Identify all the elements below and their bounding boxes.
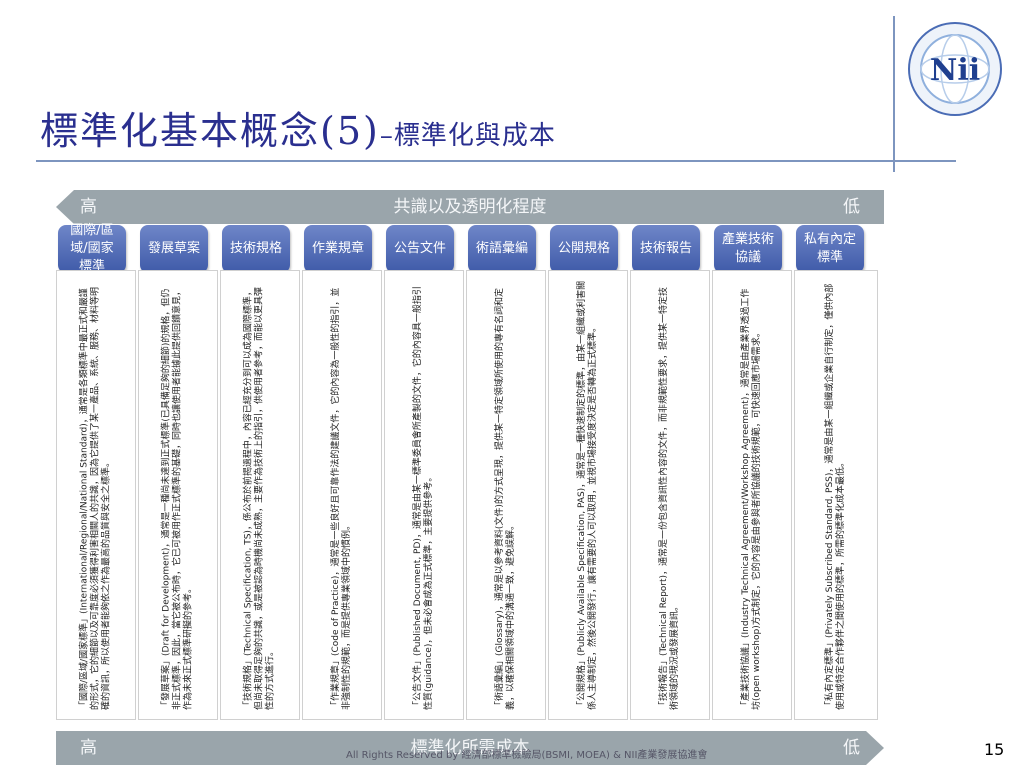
banner-top-low: 低 [843,197,860,217]
header-vertical-rule [893,16,895,172]
category-pas: 公開規格 [550,225,618,273]
page-number: 15 [984,740,1005,759]
description-international-standard: 「國際/區域/國家標準」(International/Regional/Nati… [56,270,136,720]
description-published-document: 「公告文件」(Published Document, PD)，通常是由某一標準委… [384,270,464,720]
banner-bottom-shape [56,731,884,765]
description-code-of-practice: 「作業規章」(Code of Practice)，通常是一些良好且可靠作法的建議… [302,270,382,720]
description-pas: 「公開規格」(Publicly Available Specification,… [548,270,628,720]
nii-globe-logo-icon: Nii [906,20,1004,118]
category-draft-development: 發展草案 [140,225,208,273]
cost-banner: 高 標準化所需成本 低 [56,731,884,765]
category-technical-spec: 技術規格 [222,225,290,273]
description-technical-report: 「技術報告」(Technical Report)，通常是一份包含資訊性內容的文件… [630,270,710,720]
category-industry-agreement: 產業技術協議 [714,225,782,273]
title-main: 標準化基本概念(5) [40,109,380,153]
copyright-footer: All Rights Reserved by 經濟部標準檢驗局(BSMI, MO… [346,750,708,761]
category-code-of-practice: 作業規章 [304,225,372,273]
description-technical-spec: 「技術規格」(Technical Specification, TS)，係公布於… [220,270,300,720]
banner-bottom-low: 低 [843,738,860,758]
category-technical-report: 技術報告 [632,225,700,273]
description-private-standard: 「私有內定標準」(Privately Subscribed Standard, … [794,270,878,720]
title-rule [36,160,956,162]
description-industry-agreement: 「產業技術協議」(Industry Technical Agreement/Wo… [712,270,792,720]
logo-text: Nii [930,53,980,88]
description-row: 「國際/區域/國家標準」(International/Regional/Nati… [56,270,884,728]
category-international-standard: 國際/區域/國家標準 [58,223,126,274]
title-sub: –標準化與成本 [379,121,556,151]
consensus-banner: 高 共識以及透明化程度 低 [56,190,884,224]
page-title: 標準化基本概念(5)–標準化與成本 [40,100,556,155]
banner-bottom-high: 高 [80,738,97,758]
description-glossary: 「術語彙編」(Glossary)，通常是以參考資料(文件)的方式呈現，提供某一特… [466,270,546,720]
banner-top-high: 高 [80,197,97,217]
banner-bottom-center: 標準化所需成本 [410,738,530,758]
category-glossary: 術語彙編 [468,225,536,273]
description-draft-development: 「發展草案」(Draft for Development)，通常是一種尚未達到正… [138,270,218,720]
category-published-document: 公告文件 [386,225,454,273]
category-row: 國際/區域/國家標準 發展草案 技術規格 作業規章 公告文件 術語彙編 公開規格… [56,223,884,275]
category-private-standard: 私有內定標準 [796,225,864,273]
banner-top-center: 共識以及透明化程度 [393,197,547,217]
banner-top-shape [56,190,884,224]
